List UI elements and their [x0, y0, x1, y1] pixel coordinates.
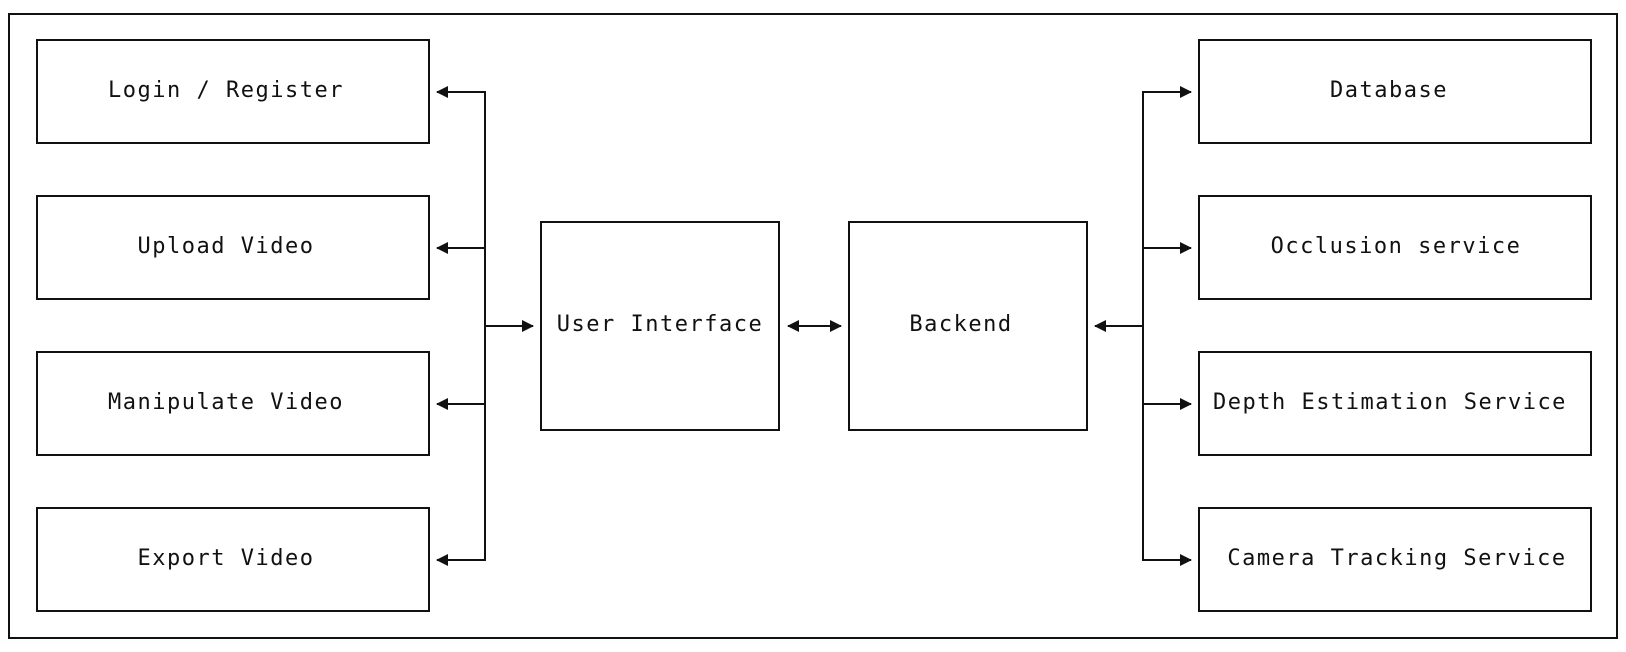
service-box-camera-tracking: Camera Tracking Service — [1198, 507, 1592, 612]
service-label-camera-tracking: Camera Tracking Service — [1227, 546, 1566, 571]
user-interface-box: User Interface — [540, 221, 780, 431]
service-label-depth-estimation: Depth Estimation Service — [1213, 390, 1567, 415]
ui-feature-box-login: Login / Register — [36, 39, 430, 144]
ui-feature-label-login: Login / Register — [108, 78, 344, 103]
service-box-database: Database — [1198, 39, 1592, 144]
service-label-database: Database — [1330, 78, 1448, 103]
ui-feature-label-export: Export Video — [138, 546, 315, 571]
ui-feature-label-manipulate: Manipulate Video — [108, 390, 344, 415]
service-box-occlusion: Occlusion service — [1198, 195, 1592, 300]
ui-feature-box-manipulate: Manipulate Video — [36, 351, 430, 456]
ui-feature-label-upload: Upload Video — [138, 234, 315, 259]
backend-label: Backend — [909, 312, 1012, 337]
ui-feature-box-export: Export Video — [36, 507, 430, 612]
user-interface-label: User Interface — [557, 312, 763, 337]
backend-box: Backend — [848, 221, 1088, 431]
service-box-depth-estimation: Depth Estimation Service — [1198, 351, 1592, 456]
ui-feature-box-upload: Upload Video — [36, 195, 430, 300]
service-label-occlusion: Occlusion service — [1271, 234, 1522, 259]
diagram-frame — [8, 13, 1618, 639]
